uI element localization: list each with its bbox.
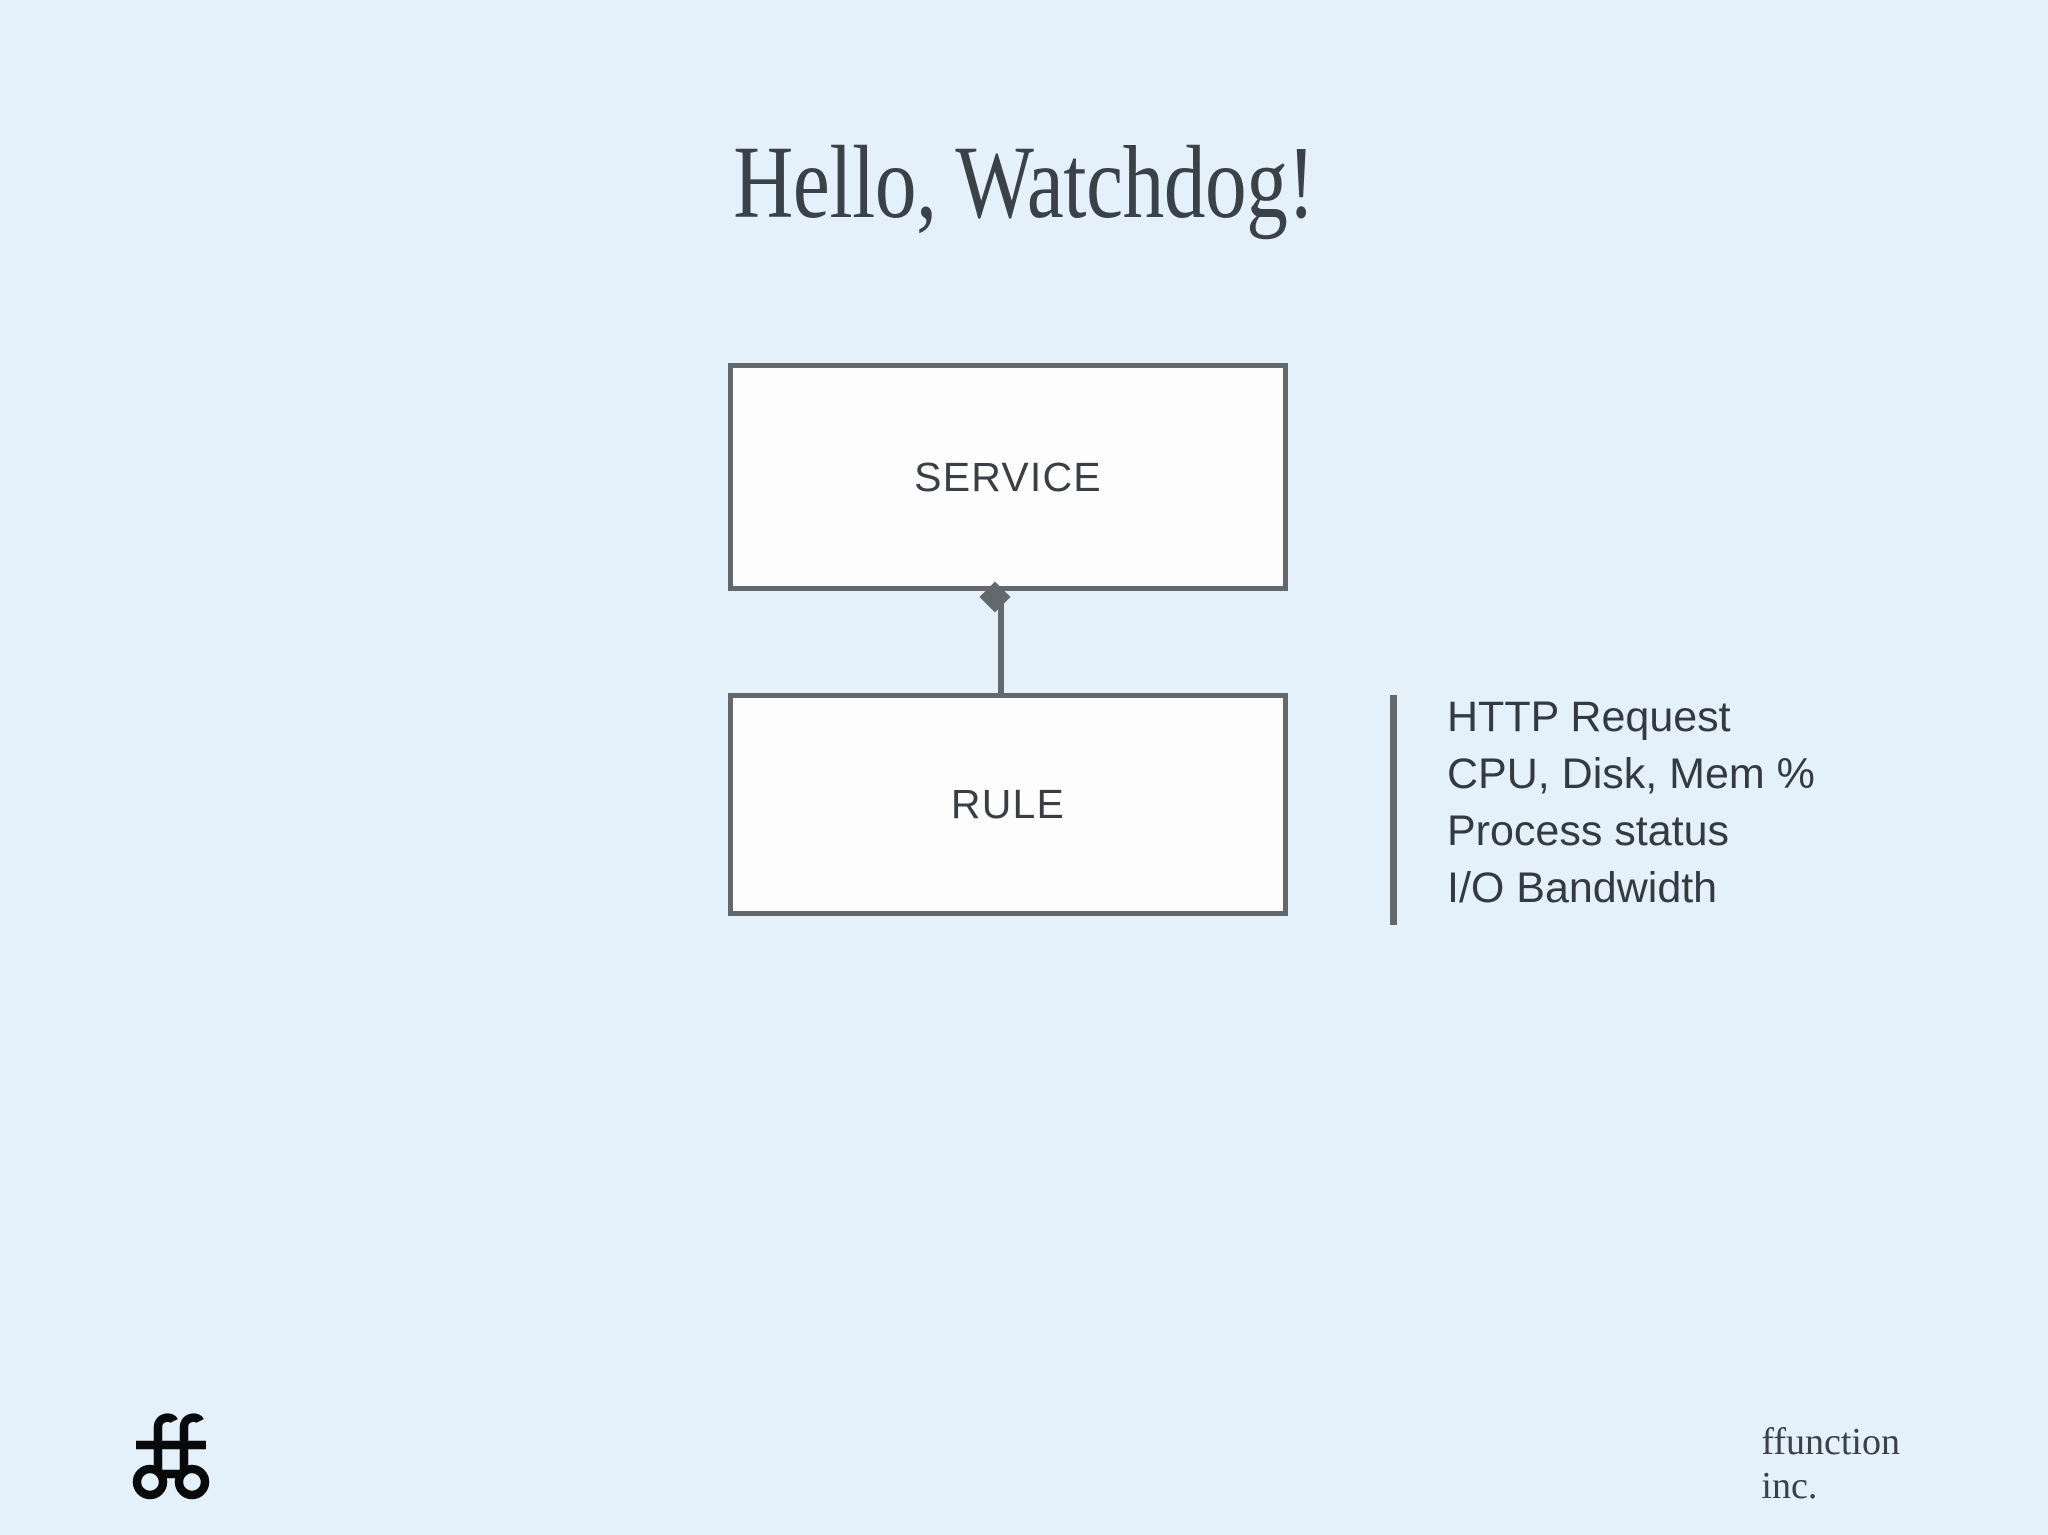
annotation-item: Process status	[1447, 807, 1729, 855]
annotation-item: I/O Bandwidth	[1447, 864, 1718, 912]
uml-node-service-label: SERVICE	[914, 453, 1102, 500]
annotation-block: HTTP Request CPU, Disk, Mem % Process st…	[1390, 693, 1815, 925]
ffunction-monogram-icon	[128, 1412, 212, 1500]
uml-node-rule: RULE	[728, 693, 1288, 916]
uml-connector-line	[998, 588, 1004, 698]
footer-brand-line2: inc.	[1761, 1465, 1818, 1507]
footer-brand: ffunction inc.	[1761, 1420, 1900, 1508]
annotation-item: HTTP Request	[1447, 693, 1731, 741]
footer-brand-line1: ffunction	[1761, 1421, 1900, 1463]
annotation-rule-bar	[1390, 695, 1397, 925]
annotation-item: CPU, Disk, Mem %	[1447, 750, 1815, 798]
annotation-list: HTTP Request CPU, Disk, Mem % Process st…	[1447, 689, 1815, 917]
aggregation-diamond-icon	[979, 581, 1011, 613]
uml-node-rule-label: RULE	[950, 781, 1066, 827]
page-title: Hello, Watchdog!	[733, 125, 1315, 240]
uml-node-service: SERVICE	[728, 363, 1288, 591]
